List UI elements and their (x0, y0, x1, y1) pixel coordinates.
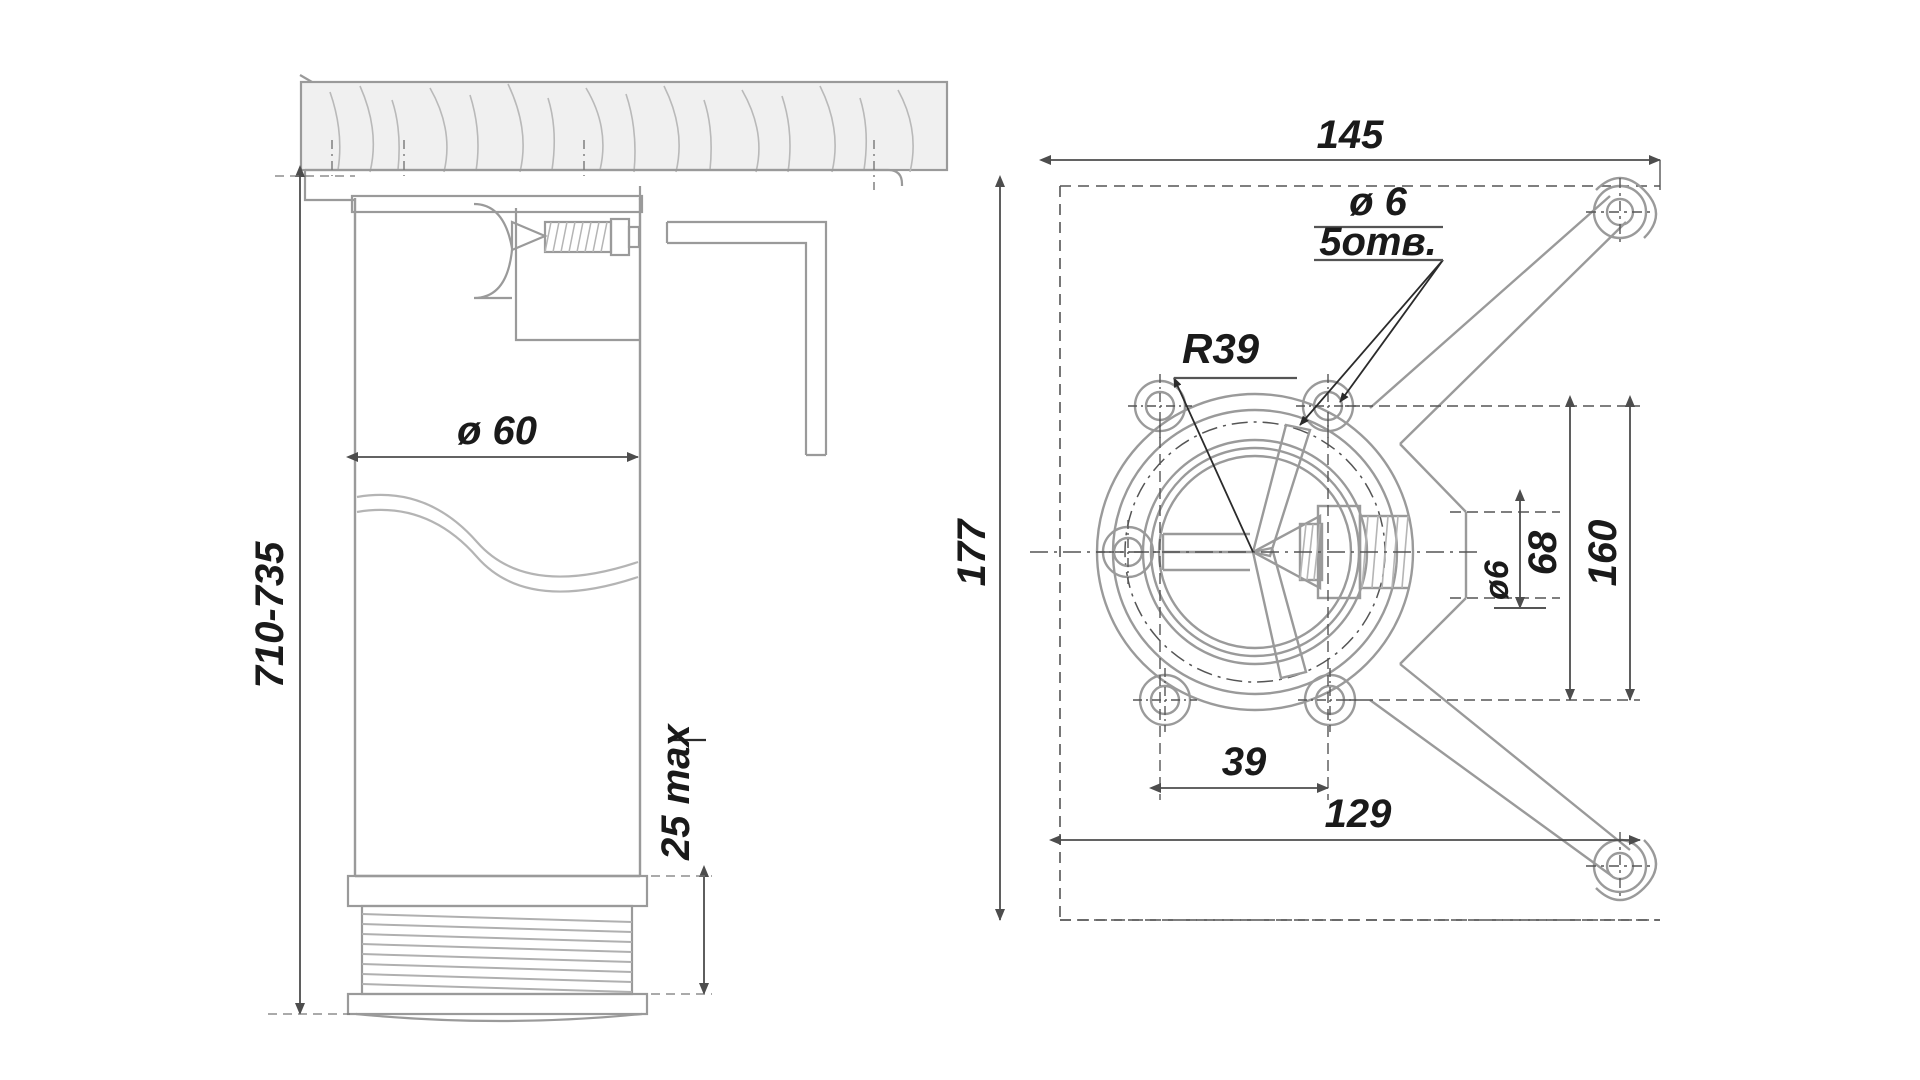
dimension-hole-count-label: 5отв. (1319, 220, 1437, 264)
dimension-bracket-hole-diameter: ø6 (1478, 489, 1546, 609)
dimension-bracket-offset: 68 (1521, 395, 1575, 701)
dimension-arm-span-vertical: 160 (1581, 395, 1635, 701)
dimension-tube-diameter-label: ø 60 (457, 409, 537, 453)
leader-flange-radius: R39 (1173, 325, 1297, 553)
leader-hole-callout: ø 6 5отв. (1299, 180, 1444, 426)
dimension-hole-spacing: 39 (1149, 740, 1329, 793)
dimension-plate-width: 145 (1039, 113, 1661, 190)
dimension-hole-diameter-label: ø 6 (1349, 180, 1408, 224)
tabletop (299, 74, 949, 186)
dimension-plate-width-label: 145 (1317, 113, 1384, 157)
dimension-height-range: 710-735 (248, 165, 355, 1015)
dimension-arm-span-horizontal-label: 129 (1325, 792, 1392, 836)
tabletop-centerline-ticks (331, 140, 875, 190)
top-view-extension-lines (1060, 405, 1660, 921)
dimension-bracket-offset-label: 68 (1521, 530, 1565, 575)
adjuster-screw-assembly (473, 202, 641, 342)
dimension-bracket-hole-diameter-label: ø6 (1478, 559, 1516, 600)
dimension-height-range-label: 710-735 (248, 541, 292, 689)
top-view-bounding-box (1059, 185, 1660, 921)
dimension-tube-diameter: ø 60 (346, 409, 639, 462)
top-view-group: 145 177 (950, 113, 1661, 921)
wood-grain-hatching (329, 83, 914, 173)
dimension-hole-spacing-label: 39 (1222, 740, 1267, 784)
adjustable-foot-thread (346, 874, 649, 1023)
dimension-arm-span-vertical-label: 160 (1581, 520, 1625, 587)
dimension-plate-height-label: 177 (950, 518, 994, 586)
dimension-foot-adjust-label: 25 max (654, 723, 698, 861)
dimension-flange-radius-label: R39 (1182, 325, 1260, 372)
bracket-arms (1369, 176, 1658, 902)
tube-break-line (356, 493, 639, 593)
bolt-hole (1133, 668, 1197, 732)
dimension-plate-height: 177 (950, 175, 1005, 921)
hex-key-tool (665, 220, 828, 457)
side-view-group (299, 74, 949, 1023)
dimension-arm-span-horizontal: 129 (1049, 792, 1641, 845)
dimension-foot-adjust: 25 max (651, 723, 712, 995)
